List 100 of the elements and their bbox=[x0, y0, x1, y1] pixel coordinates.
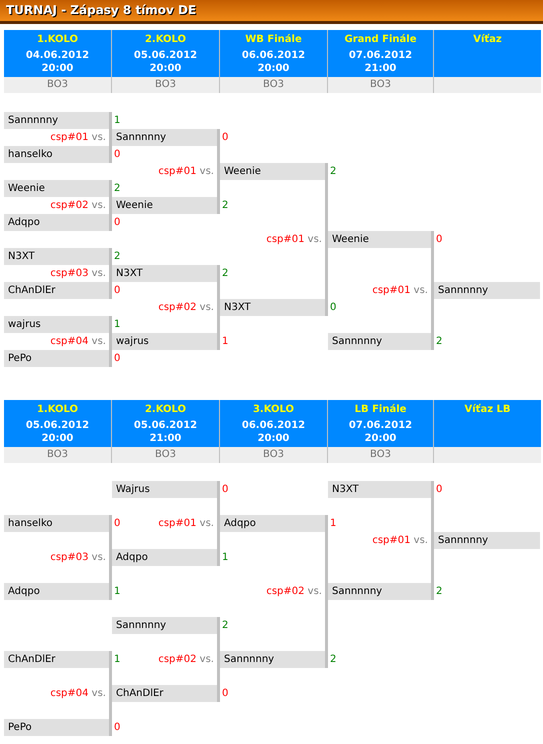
bracket-line bbox=[217, 308, 220, 350]
player-slot: ChAnDlEr bbox=[112, 685, 217, 702]
match-label: csp#01 vs. bbox=[266, 233, 322, 247]
player-slot: Adqpo bbox=[4, 214, 109, 231]
player-slot: ChAnDlEr bbox=[4, 651, 109, 668]
bracket-line bbox=[217, 660, 220, 702]
score: 1 bbox=[330, 517, 336, 531]
player-slot: Sannnnny bbox=[220, 651, 325, 668]
match-label: csp#02 vs. bbox=[50, 199, 106, 213]
player-slot: hanselko bbox=[4, 515, 109, 532]
bracket-line bbox=[109, 138, 112, 163]
bracket-line bbox=[431, 540, 434, 600]
bracket-line bbox=[217, 481, 220, 524]
bracket-line bbox=[109, 316, 112, 342]
score: 2 bbox=[330, 165, 336, 179]
round-header bbox=[4, 30, 112, 77]
score: 0 bbox=[114, 517, 120, 531]
round-header bbox=[220, 30, 328, 77]
player-slot: Weenie bbox=[112, 197, 217, 214]
bracket-line bbox=[109, 206, 112, 231]
bracket-line bbox=[109, 558, 112, 600]
round-name: 2.KOLO bbox=[144, 403, 188, 416]
score: 2 bbox=[330, 653, 336, 667]
score: 0 bbox=[436, 233, 442, 247]
round-name: 3.KOLO bbox=[252, 403, 296, 416]
player-slot: PePo bbox=[4, 350, 109, 367]
score: 0 bbox=[114, 148, 120, 162]
bracket-line bbox=[217, 172, 220, 214]
round-header bbox=[434, 30, 541, 77]
score: 1 bbox=[222, 551, 228, 565]
score: 1 bbox=[222, 335, 228, 349]
score: 2 bbox=[222, 267, 228, 281]
bracket-line bbox=[109, 274, 112, 299]
round-header bbox=[4, 400, 112, 447]
bracket-line bbox=[109, 112, 112, 138]
round-header bbox=[328, 400, 434, 447]
bracket-line bbox=[217, 617, 220, 660]
format-cell: BO3 bbox=[220, 77, 328, 93]
format-cell: BO3 bbox=[112, 77, 220, 93]
round-header bbox=[434, 400, 541, 447]
score: 0 bbox=[114, 216, 120, 230]
round-date: 06.06.2012 20:00 bbox=[242, 419, 306, 445]
player-slot: Wajrus bbox=[112, 481, 217, 498]
round-date: 04.06.2012 20:00 bbox=[26, 49, 90, 75]
round-header bbox=[220, 400, 328, 447]
format-cell: BO3 bbox=[4, 77, 112, 93]
round-date: 06.06.2012 20:00 bbox=[242, 49, 306, 75]
bracket-line bbox=[217, 265, 220, 308]
score: 1 bbox=[114, 318, 120, 332]
score: 0 bbox=[436, 483, 442, 497]
match-label: csp#01 vs. bbox=[158, 517, 214, 531]
format-cell: BO3 bbox=[328, 77, 434, 93]
bracket-line bbox=[109, 515, 112, 558]
format-cell: BO3 bbox=[220, 447, 328, 463]
score: 0 bbox=[114, 284, 120, 298]
player-slot: wajrus bbox=[112, 333, 217, 350]
bracket-line bbox=[109, 694, 112, 736]
score: 2 bbox=[114, 250, 120, 264]
bracket-line bbox=[431, 290, 434, 350]
score: 1 bbox=[114, 653, 120, 667]
bracket-line bbox=[325, 240, 328, 316]
round-date: 07.06.2012 20:00 bbox=[348, 419, 412, 445]
player-slot: N3XT bbox=[112, 265, 217, 282]
round-name: Víťaz bbox=[472, 33, 503, 46]
round-name: WB Finále bbox=[244, 33, 303, 46]
bracket-line bbox=[325, 592, 328, 668]
player-slot: Adqpo bbox=[220, 515, 325, 532]
score: 0 bbox=[114, 352, 120, 366]
bracket-line bbox=[109, 651, 112, 694]
score: 1 bbox=[114, 585, 120, 599]
player-slot: Weenie bbox=[328, 231, 431, 248]
round-header bbox=[112, 400, 220, 447]
match-label: csp#04 vs. bbox=[50, 687, 106, 701]
player-slot: Sannnnny bbox=[328, 583, 431, 600]
round-name: Víťaz LB bbox=[464, 403, 512, 416]
player-slot: ChAnDlEr bbox=[4, 282, 109, 299]
score: 2 bbox=[436, 335, 442, 349]
player-slot: Adqpo bbox=[112, 549, 217, 566]
score: 0 bbox=[222, 131, 228, 145]
match-label: csp#01 vs. bbox=[158, 165, 214, 179]
round-name: Grand Finále bbox=[344, 33, 418, 46]
score: 2 bbox=[222, 619, 228, 633]
title-bar: TURNAJ - Zápasy 8 tímov DE bbox=[0, 0, 543, 24]
match-label: csp#02 vs. bbox=[158, 653, 214, 667]
player-slot: PePo bbox=[4, 719, 109, 736]
player-slot: Weenie bbox=[220, 163, 325, 180]
score: 0 bbox=[114, 721, 120, 735]
round-header bbox=[328, 30, 434, 77]
format-cell: BO3 bbox=[4, 447, 112, 463]
bracket-line bbox=[325, 515, 328, 592]
player-slot: Sannnnny bbox=[112, 129, 217, 146]
bracket-line bbox=[217, 524, 220, 566]
round-date: 05.06.2012 20:00 bbox=[26, 419, 90, 445]
format-cell: BO3 bbox=[328, 447, 434, 463]
score: 2 bbox=[436, 585, 442, 599]
player-slot: Sannnnny bbox=[4, 112, 109, 129]
round-name: LB Finále bbox=[354, 403, 408, 416]
round-date: 05.06.2012 20:00 bbox=[134, 49, 198, 75]
bracket-line bbox=[431, 481, 434, 540]
bracket-line bbox=[325, 163, 328, 240]
